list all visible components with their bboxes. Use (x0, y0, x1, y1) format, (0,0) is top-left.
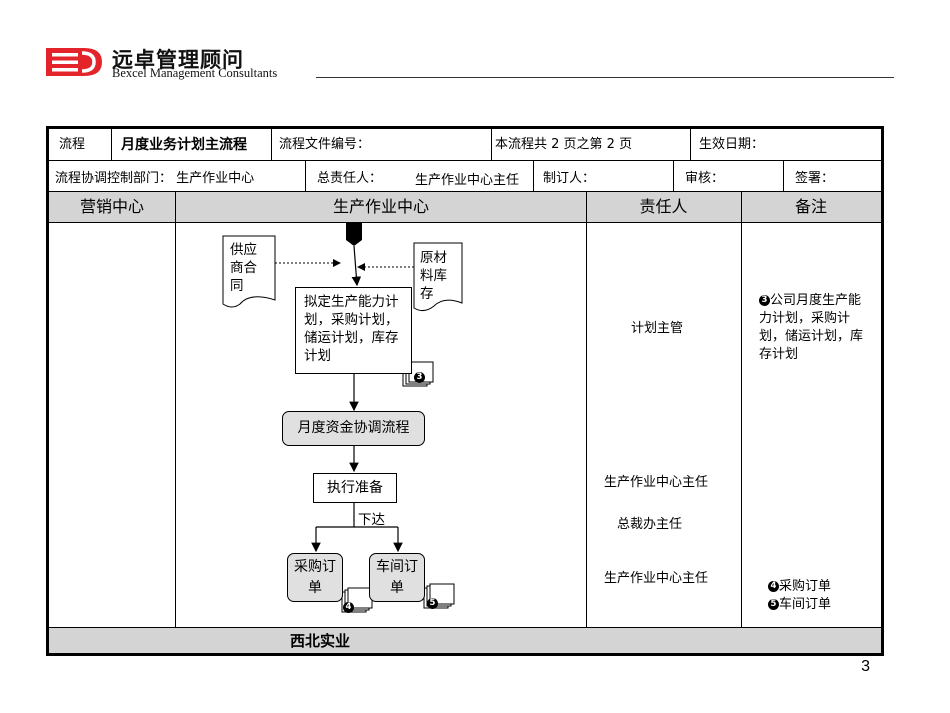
start-marker (346, 222, 362, 246)
fund-coordination-process[interactable]: 月度资金协调流程 (282, 411, 425, 446)
col-production: 生产作业中心 (332, 197, 429, 216)
page-number: 3 (861, 658, 870, 675)
owner-label: 总责任人： (317, 171, 383, 186)
brand-name-cn: 远卓管理顾问 (112, 48, 244, 72)
note-badge-5: 5 (768, 599, 779, 610)
purchase-order-box: 采购订单 (287, 553, 343, 602)
column-header-bar (49, 192, 881, 222)
responsible-prod-director-2: 生产作业中心主任 (604, 571, 709, 586)
responsible-prod-director-1: 生产作业中心主任 (604, 475, 709, 490)
responsible-ceo-office: 总裁办主任 (617, 517, 683, 532)
plan-box: 拟定生产能力计划，采购计划，储运计划，库存计划 (295, 287, 412, 374)
note-badge-4: 4 (768, 581, 779, 592)
note-badge-3: 3 (759, 295, 770, 306)
badge-4: 4 (343, 602, 354, 613)
doc-material-stock: 原材料库存 (420, 250, 447, 302)
process-name: 月度业务计划主流程 (121, 137, 247, 153)
dispatch-label: 下达 (358, 512, 385, 528)
doc-number-label: 流程文件编号： (279, 137, 371, 152)
badge-3: 3 (414, 372, 425, 383)
badge-5: 5 (427, 598, 438, 609)
effective-date-label: 生效日期： (699, 137, 765, 152)
page-count: 本流程共 2 页之第 2 页 (495, 137, 633, 152)
responsible-plan-manager: 计划主管 (631, 321, 684, 336)
process-form: 流程 月度业务计划主流程 流程文件编号： 本流程共 2 页之第 2 页 生效日期… (46, 126, 884, 656)
coordinating-dept: 流程协调控制部门： 生产作业中心 (55, 171, 255, 186)
doc-material-shape (413, 242, 463, 312)
shop-order-box: 车间订单 (369, 553, 425, 602)
brand-name-en: Bexcel Management Consultants (112, 66, 278, 80)
exec-prep-box: 执行准备 (313, 473, 397, 503)
author-label: 制订人： (543, 171, 596, 186)
footer-bar (49, 628, 881, 653)
company-logo (46, 48, 102, 76)
doc-supply-contract: 供应商合同 (230, 242, 257, 294)
doc-supply-shape (222, 235, 276, 308)
process-label: 流程 (59, 137, 86, 152)
sign-label: 签署： (795, 171, 835, 186)
stack-docs-icon-4 (341, 587, 373, 613)
owner-value: 生产作业中心主任 (415, 173, 520, 188)
col-responsible: 责任人 (639, 197, 688, 216)
col-marketing: 营销中心 (79, 197, 144, 216)
footer-company: 西北实业 (290, 632, 351, 650)
header-rule (316, 77, 894, 78)
col-notes: 备注 (794, 197, 827, 216)
review-label: 审核： (685, 171, 725, 186)
